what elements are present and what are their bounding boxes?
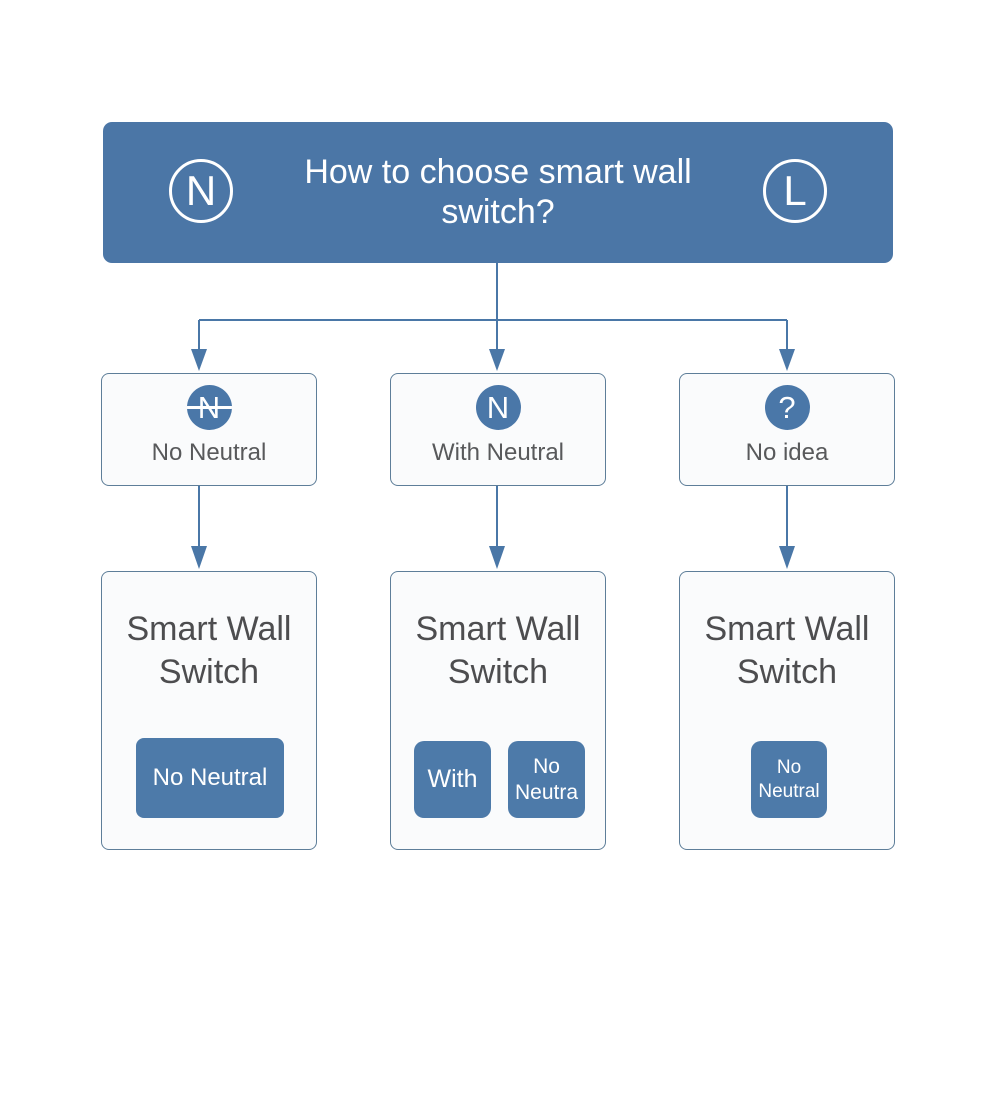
result-box-no-neutral: Smart Wall Switch No Neutral bbox=[101, 571, 317, 850]
condition-label: No Neutral bbox=[151, 439, 267, 466]
condition-box-with-neutral: N With Neutral bbox=[390, 373, 606, 486]
condition-box-no-neutral: N No Neutral bbox=[101, 373, 317, 486]
header-banner: N How to choose smart wall switch? L bbox=[103, 122, 893, 263]
result-title: Smart Wall Switch bbox=[704, 610, 870, 691]
result-title: Smart Wall Switch bbox=[415, 610, 581, 691]
neutral-icon: N bbox=[475, 385, 521, 430]
result-title: Smart Wall Switch bbox=[126, 610, 292, 691]
result-box-no-idea: Smart Wall Switch No Neutral bbox=[679, 571, 895, 850]
no-neutral-button: No Neutral bbox=[136, 738, 284, 818]
no-neutral-truncated-button: No Neutra bbox=[508, 741, 585, 818]
neutral-badge-letter: N bbox=[185, 167, 217, 214]
with-button: With bbox=[414, 741, 491, 818]
neutral-icon-letter: N bbox=[486, 389, 510, 425]
live-wire-badge-icon: L bbox=[763, 159, 827, 223]
page-title: How to choose smart wall switch? bbox=[304, 153, 692, 231]
no-neutral-small-button: No Neutral bbox=[751, 741, 827, 818]
arrowhead-icon bbox=[779, 349, 795, 371]
question-icon-letter: ? bbox=[778, 389, 796, 425]
neutral-wire-badge-icon: N bbox=[169, 159, 233, 223]
arrowhead-icon bbox=[779, 546, 795, 569]
condition-label: With Neutral bbox=[431, 439, 565, 466]
arrowhead-icon bbox=[191, 349, 207, 371]
no-neutral-icon: N bbox=[186, 385, 232, 430]
live-badge-letter: L bbox=[783, 167, 807, 214]
arrowhead-icon bbox=[489, 546, 505, 569]
condition-label: No idea bbox=[745, 439, 829, 466]
condition-box-no-idea: ? No idea bbox=[679, 373, 895, 486]
question-icon: ? bbox=[764, 385, 810, 430]
arrowhead-icon bbox=[489, 349, 505, 371]
strike-line bbox=[186, 405, 232, 409]
arrowhead-icon bbox=[191, 546, 207, 569]
result-box-with-neutral: Smart Wall Switch With No Neutra bbox=[390, 571, 606, 850]
